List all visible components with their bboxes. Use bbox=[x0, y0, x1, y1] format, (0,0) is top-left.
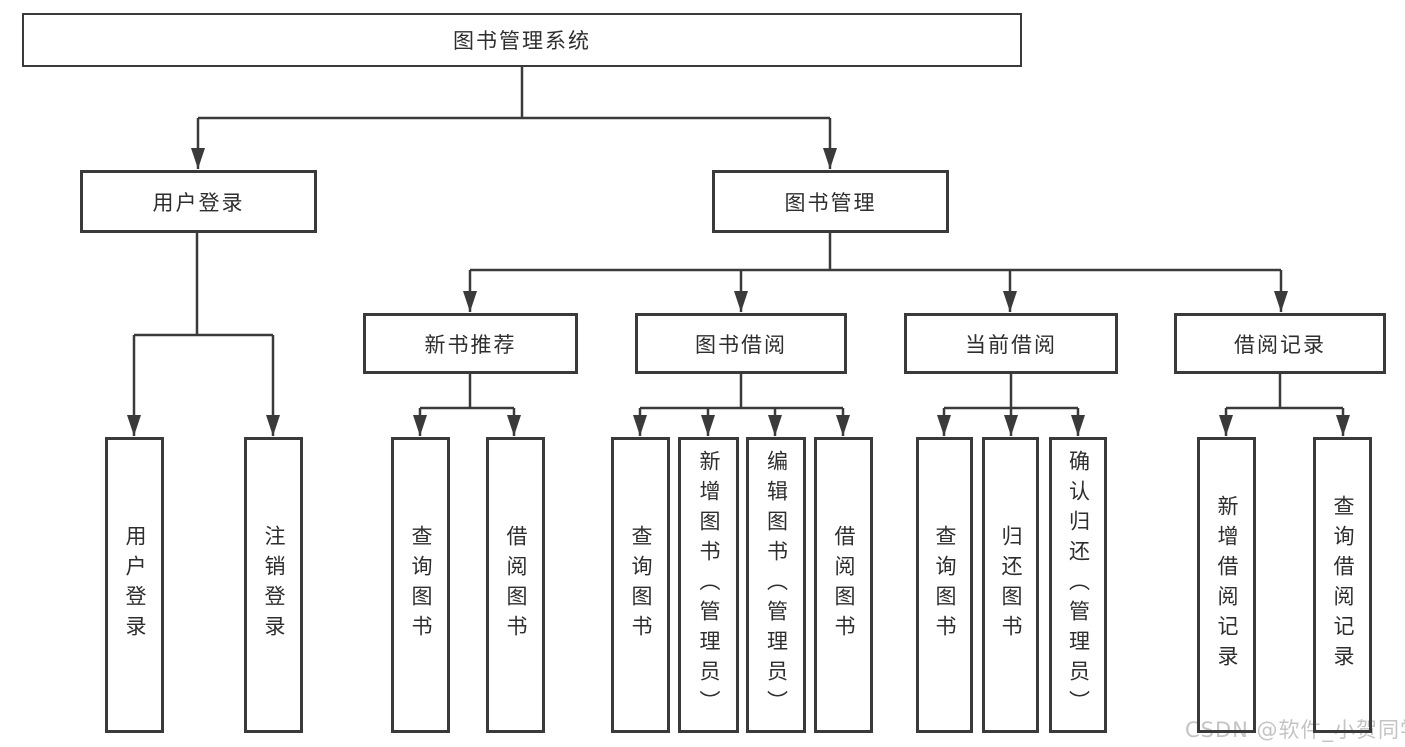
node-user-login: 用户登录 bbox=[80, 170, 317, 233]
connector-current-borrowing bbox=[944, 372, 1078, 410]
node-library-management-system: 图书管理系统 bbox=[22, 13, 1022, 67]
node-label: 编辑图书（管理员） bbox=[764, 450, 789, 720]
connector-new-book-recommendation bbox=[420, 372, 514, 410]
node-label: 借阅图书 bbox=[504, 525, 528, 645]
node-label: 查询图书 bbox=[629, 525, 653, 645]
node-label: 查询图书 bbox=[933, 525, 957, 645]
node-edit-books-admin: 编辑图书（管理员） bbox=[746, 437, 806, 733]
node-label: 新书推荐 bbox=[424, 332, 517, 357]
node-label: 用户登录 bbox=[123, 525, 147, 645]
node-add-books-admin: 新增图书（管理员） bbox=[678, 437, 739, 733]
node-current-borrowing: 当前借阅 bbox=[904, 313, 1118, 374]
connector-book-management bbox=[470, 231, 1281, 272]
node-user-login-leaf: 用户登录 bbox=[105, 437, 164, 733]
node-query-books-current: 查询图书 bbox=[916, 437, 973, 733]
node-label: 用户登录 bbox=[152, 190, 245, 215]
connector-borrowing-records bbox=[1226, 372, 1343, 410]
node-label: 当前借阅 bbox=[965, 332, 1057, 357]
node-label: 借阅记录 bbox=[1234, 332, 1326, 357]
node-book-borrowing: 图书借阅 bbox=[635, 313, 847, 374]
node-label: 查询图书 bbox=[409, 525, 433, 645]
node-label: 图书管理系统 bbox=[453, 29, 591, 53]
node-label: 查询借阅记录 bbox=[1331, 495, 1355, 675]
node-confirm-return-admin: 确认归还（管理员） bbox=[1049, 437, 1107, 733]
node-book-management: 图书管理 bbox=[712, 170, 949, 233]
node-label: 注销登录 bbox=[262, 525, 286, 645]
node-label: 图书管理 bbox=[784, 190, 877, 215]
node-query-books-recommendation: 查询图书 bbox=[391, 437, 450, 733]
node-borrowing-records: 借阅记录 bbox=[1174, 313, 1386, 374]
node-query-borrow-record: 查询借阅记录 bbox=[1313, 437, 1372, 733]
connector-root bbox=[198, 66, 830, 120]
node-logout: 注销登录 bbox=[244, 437, 303, 733]
node-borrow-books: 借阅图书 bbox=[814, 437, 873, 733]
node-label: 图书借阅 bbox=[695, 332, 787, 357]
node-label: 归还图书 bbox=[999, 525, 1023, 645]
node-label: 新增借阅记录 bbox=[1215, 495, 1239, 675]
node-query-books-borrowing: 查询图书 bbox=[611, 437, 670, 733]
node-label: 借阅图书 bbox=[832, 525, 856, 645]
node-new-book-recommendation: 新书推荐 bbox=[363, 313, 578, 374]
node-label: 新增图书（管理员） bbox=[697, 450, 721, 720]
node-return-books: 归还图书 bbox=[982, 437, 1039, 733]
node-borrow-books-recommendation: 借阅图书 bbox=[486, 437, 545, 733]
node-add-borrow-record: 新增借阅记录 bbox=[1197, 437, 1256, 733]
connector-book-borrowing bbox=[640, 372, 843, 410]
connector-user-login bbox=[134, 231, 273, 337]
node-label: 确认归还（管理员） bbox=[1066, 450, 1091, 720]
